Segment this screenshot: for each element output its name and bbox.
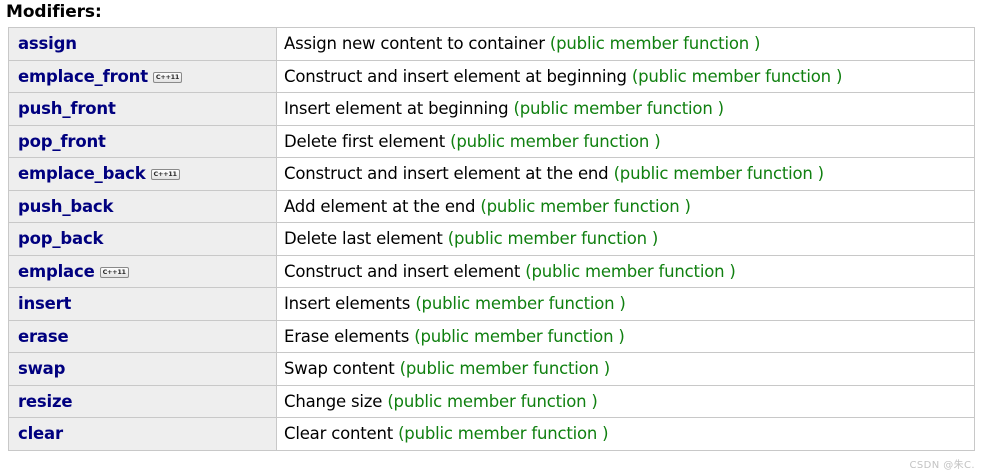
description-cell: Delete last element (public member funct… <box>276 222 975 256</box>
member-kind-text: (public member function ) <box>513 99 725 119</box>
cpp11-badge-icon: C++11 <box>150 169 180 181</box>
table-row: assign Assign new content to container (p… <box>8 27 975 61</box>
member-link-swap[interactable]: swap <box>18 359 66 379</box>
description-cell: Insert elements (public member function … <box>276 287 975 321</box>
description-cell: Change size (public member function ) <box>276 385 975 418</box>
member-kind-text: (public member function ) <box>414 326 625 346</box>
member-cell: assign <box>8 27 277 61</box>
description-cell: Swap content (public member function ) <box>276 352 975 386</box>
table-row: push_back Add element at the end (public … <box>8 190 975 223</box>
table-row: insert Insert elements (public member fun… <box>8 287 975 321</box>
member-kind-text: (public member function ) <box>450 131 661 151</box>
member-cell: pop_back <box>8 222 277 256</box>
member-link-assign[interactable]: assign <box>18 34 77 54</box>
watermark: CSDN @朱C. <box>909 460 975 471</box>
member-link-erase[interactable]: erase <box>18 326 69 346</box>
description-cell: Assign new content to container (public … <box>276 27 975 61</box>
member-cell: push_front <box>8 92 277 126</box>
member-kind-text: (public member function ) <box>613 164 825 184</box>
member-link-insert[interactable]: insert <box>18 294 72 314</box>
description-text: Construct and insert element at the end <box>284 164 609 184</box>
member-kind-text: (public member function ) <box>631 66 843 86</box>
table-row: resize Change size (public member functio… <box>8 385 975 418</box>
description-text: Swap content <box>284 359 395 379</box>
modifiers-table: assign Assign new content to container (p… <box>8 27 975 451</box>
member-cell: clear <box>8 417 277 451</box>
description-cell: Construct and insert element at the end … <box>276 157 975 191</box>
description-text: Erase elements <box>284 326 410 346</box>
member-kind-text: (public member function ) <box>480 196 691 216</box>
member-cell: swap <box>8 352 277 386</box>
member-cell: pop_front <box>8 125 277 158</box>
description-text: Construct and insert element <box>284 261 521 281</box>
description-cell: Construct and insert element at beginnin… <box>276 60 975 93</box>
table-row: emplace C++11 Construct and insert element… <box>8 255 975 288</box>
description-cell: Erase elements (public member function ) <box>276 320 975 353</box>
member-kind-text: (public member function ) <box>549 34 761 54</box>
member-link-emplace-back[interactable]: emplace_back <box>18 164 146 184</box>
member-link-pop-front[interactable]: pop_front <box>18 131 106 151</box>
page-title: Modifiers: <box>6 2 102 22</box>
member-cell: insert <box>8 287 277 321</box>
member-kind-text: (public member function ) <box>525 261 736 281</box>
member-link-resize[interactable]: resize <box>18 391 73 411</box>
member-kind-text: (public member function ) <box>399 359 611 379</box>
member-cell: erase <box>8 320 277 353</box>
table-row: erase Erase elements (public member funct… <box>8 320 975 353</box>
description-text: Construct and insert element at beginnin… <box>284 66 627 86</box>
member-link-emplace[interactable]: emplace <box>18 261 95 281</box>
member-kind-text: (public member function ) <box>398 424 609 444</box>
table-row: emplace_front C++11 Construct and insert e… <box>8 60 975 93</box>
table-row: pop_back Delete last element (public memb… <box>8 222 975 256</box>
description-text: Clear content <box>284 424 393 444</box>
description-cell: Construct and insert element (public mem… <box>276 255 975 288</box>
description-text: Insert elements <box>284 294 411 314</box>
cpp11-badge-icon: C++11 <box>152 71 183 83</box>
table-row: clear Clear content (public member functi… <box>8 417 975 451</box>
cpp11-badge-icon: C++11 <box>99 266 129 278</box>
modifiers-table-body: assign Assign new content to container (p… <box>8 27 975 451</box>
description-text: Insert element at beginning <box>284 99 509 119</box>
member-link-clear[interactable]: clear <box>18 424 63 444</box>
member-kind-text: (public member function ) <box>415 294 626 314</box>
member-cell: resize <box>8 385 277 418</box>
member-link-push-front[interactable]: push_front <box>18 99 116 119</box>
description-text: Add element at the end <box>284 196 476 216</box>
table-row: pop_front Delete first element (public me… <box>8 125 975 158</box>
description-cell: Delete first element (public member func… <box>276 125 975 158</box>
description-text: Delete first element <box>284 131 445 151</box>
description-text: Delete last element <box>284 229 443 249</box>
member-cell: emplace_front C++11 <box>8 60 277 93</box>
member-link-push-back[interactable]: push_back <box>18 196 114 216</box>
description-cell: Add element at the end (public member fu… <box>276 190 975 223</box>
description-text: Change size <box>284 391 383 411</box>
member-kind-text: (public member function ) <box>447 229 659 249</box>
member-cell: emplace C++11 <box>8 255 277 288</box>
table-row: swap Swap content (public member function… <box>8 352 975 386</box>
member-link-pop-back[interactable]: pop_back <box>18 229 104 249</box>
member-cell: push_back <box>8 190 277 223</box>
description-cell: Clear content (public member function ) <box>276 417 975 451</box>
table-row: push_front Insert element at beginning (p… <box>8 92 975 126</box>
table-row: emplace_back C++11 Construct and insert el… <box>8 157 975 191</box>
member-link-emplace-front[interactable]: emplace_front <box>18 66 148 86</box>
member-kind-text: (public member function ) <box>387 391 598 411</box>
description-cell: Insert element at beginning (public memb… <box>276 92 975 126</box>
member-cell: emplace_back C++11 <box>8 157 277 191</box>
description-text: Assign new content to container <box>284 34 545 54</box>
